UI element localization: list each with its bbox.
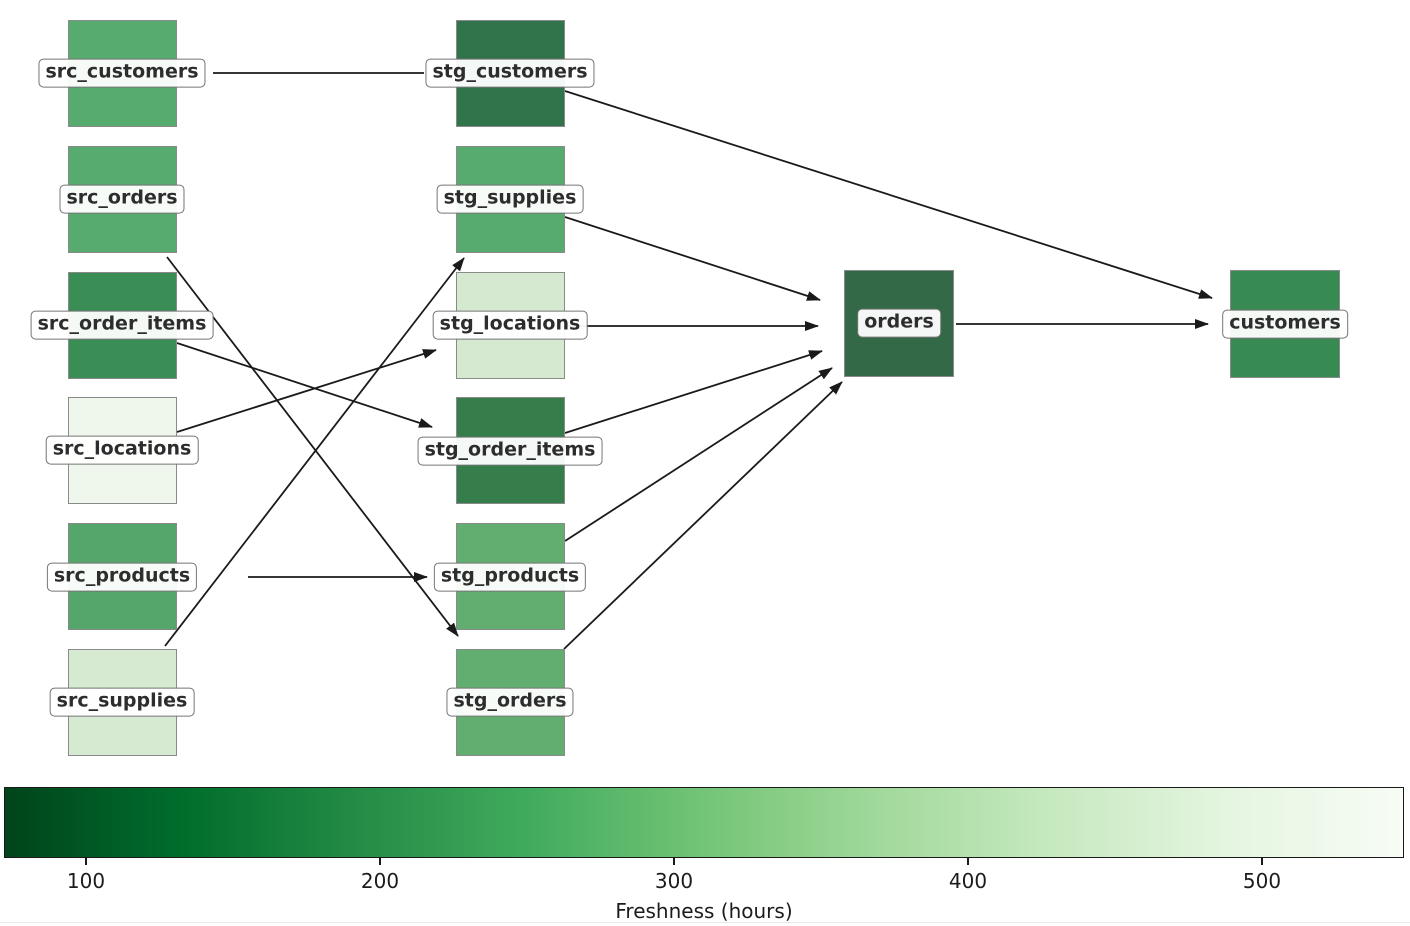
colorbar-tick-label-200: 200 <box>360 869 400 893</box>
edge-src_supplies-to-stg_supplies <box>164 257 465 647</box>
edge-src_locations-to-stg_locations <box>176 349 437 433</box>
node-label-customers: customers <box>1222 309 1348 339</box>
colorbar-tick-mark-500 <box>1261 858 1263 865</box>
colorbar-gradient <box>4 787 1404 858</box>
colorbar-tick-mark-100 <box>85 858 87 865</box>
colorbar-tick-label-500: 500 <box>1242 869 1282 893</box>
node-label-stg_supplies: stg_supplies <box>436 184 584 214</box>
node-label-stg_orders: stg_orders <box>446 687 574 717</box>
edge-stg_products-to-orders <box>564 367 833 542</box>
colorbar-tick-mark-400 <box>967 858 969 865</box>
edge-stg_supplies-to-orders <box>564 216 821 301</box>
node-label-src_orders: src_orders <box>59 184 185 214</box>
figure-bottom-divider <box>0 922 1410 923</box>
node-label-stg_order_items: stg_order_items <box>417 436 603 466</box>
edge-stg_order_items-to-orders <box>564 350 823 434</box>
colorbar-tick-label-400: 400 <box>948 869 988 893</box>
edge-stg_orders-to-orders <box>563 381 843 650</box>
edge-src_orders-to-stg_orders <box>166 256 459 637</box>
node-label-src_supplies: src_supplies <box>49 687 195 717</box>
colorbar-tick-label-300: 300 <box>654 869 694 893</box>
node-label-src_customers: src_customers <box>38 58 206 88</box>
node-label-stg_customers: stg_customers <box>425 58 595 88</box>
colorbar-tick-mark-200 <box>379 858 381 865</box>
node-label-src_locations: src_locations <box>45 435 199 465</box>
node-label-orders: orders <box>857 308 941 338</box>
node-label-stg_products: stg_products <box>433 562 587 592</box>
node-label-stg_locations: stg_locations <box>432 310 588 340</box>
node-label-src_products: src_products <box>46 562 198 592</box>
edge-stg_customers-to-customers <box>564 90 1213 299</box>
node-label-src_order_items: src_order_items <box>30 310 214 340</box>
colorbar-tick-label-100: 100 <box>66 869 106 893</box>
colorbar-axis-label: Freshness (hours) <box>615 899 793 923</box>
colorbar-tick-mark-300 <box>673 858 675 865</box>
edge-src_order_items-to-stg_order_items <box>176 342 433 428</box>
